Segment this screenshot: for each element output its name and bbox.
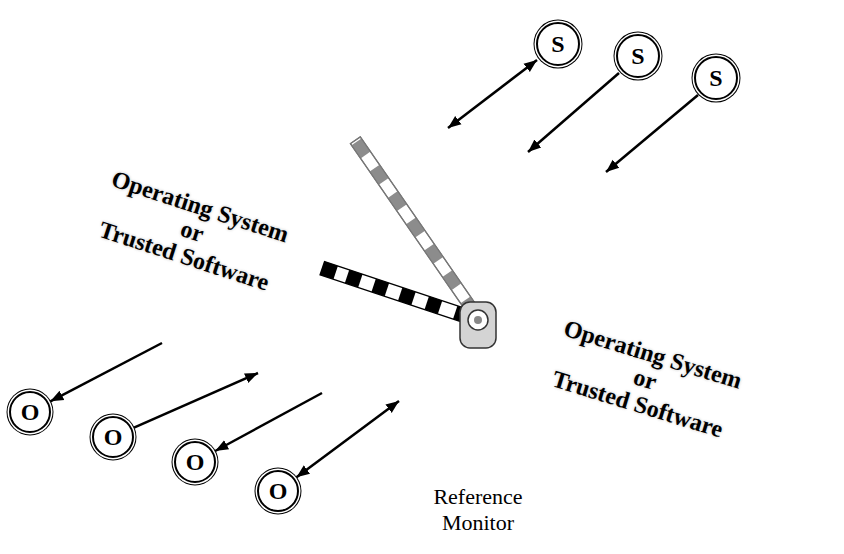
subject-circle: S <box>694 56 738 100</box>
object-circle: O <box>257 470 299 512</box>
object-circle: O <box>174 441 216 483</box>
brick-wall: Operating SystemorTrusted Software <box>476 164 844 554</box>
access-arrow <box>297 401 400 477</box>
barrier-pivot <box>460 302 496 348</box>
wall-top-face <box>480 168 844 290</box>
access-arrow <box>50 343 162 401</box>
access-arrow <box>134 373 258 428</box>
object-circle: O <box>92 416 134 458</box>
access-arrow <box>215 393 322 451</box>
access-arrow <box>528 73 619 152</box>
monitor-label: Reference Monitor <box>418 484 538 536</box>
wall-end-face <box>828 272 844 542</box>
wall-front-face <box>480 186 828 542</box>
column-side <box>488 312 498 366</box>
subject-circle: S <box>536 22 580 66</box>
wall-top-face <box>28 22 402 145</box>
post-front <box>438 372 496 478</box>
wall-label: Operating SystemorTrusted Software <box>92 167 292 298</box>
object-letter: O <box>104 425 123 449</box>
object-letter: O <box>21 400 40 424</box>
post-side <box>496 358 518 478</box>
wall-label: Operating SystemorTrusted Software <box>545 316 744 444</box>
access-arrow <box>606 95 698 172</box>
access-arrow <box>448 60 537 128</box>
monitor-text: Reference Monitor <box>418 484 538 536</box>
object-letter: O <box>186 450 205 474</box>
reference-monitor: Reference Monitor <box>415 290 545 546</box>
wall-front-face <box>28 42 385 410</box>
object-letter: O <box>269 479 288 503</box>
post-top <box>438 358 518 372</box>
column-front <box>455 318 488 366</box>
object-circle: O <box>9 391 51 433</box>
subject-letter: S <box>551 32 564 56</box>
brick-wall: Operating SystemorTrusted Software <box>26 18 404 414</box>
barrier-arm <box>320 262 480 327</box>
subject-circle: S <box>616 34 660 78</box>
wall-end-face <box>385 128 402 410</box>
subject-letter: S <box>709 66 722 90</box>
subject-letter: S <box>631 44 644 68</box>
